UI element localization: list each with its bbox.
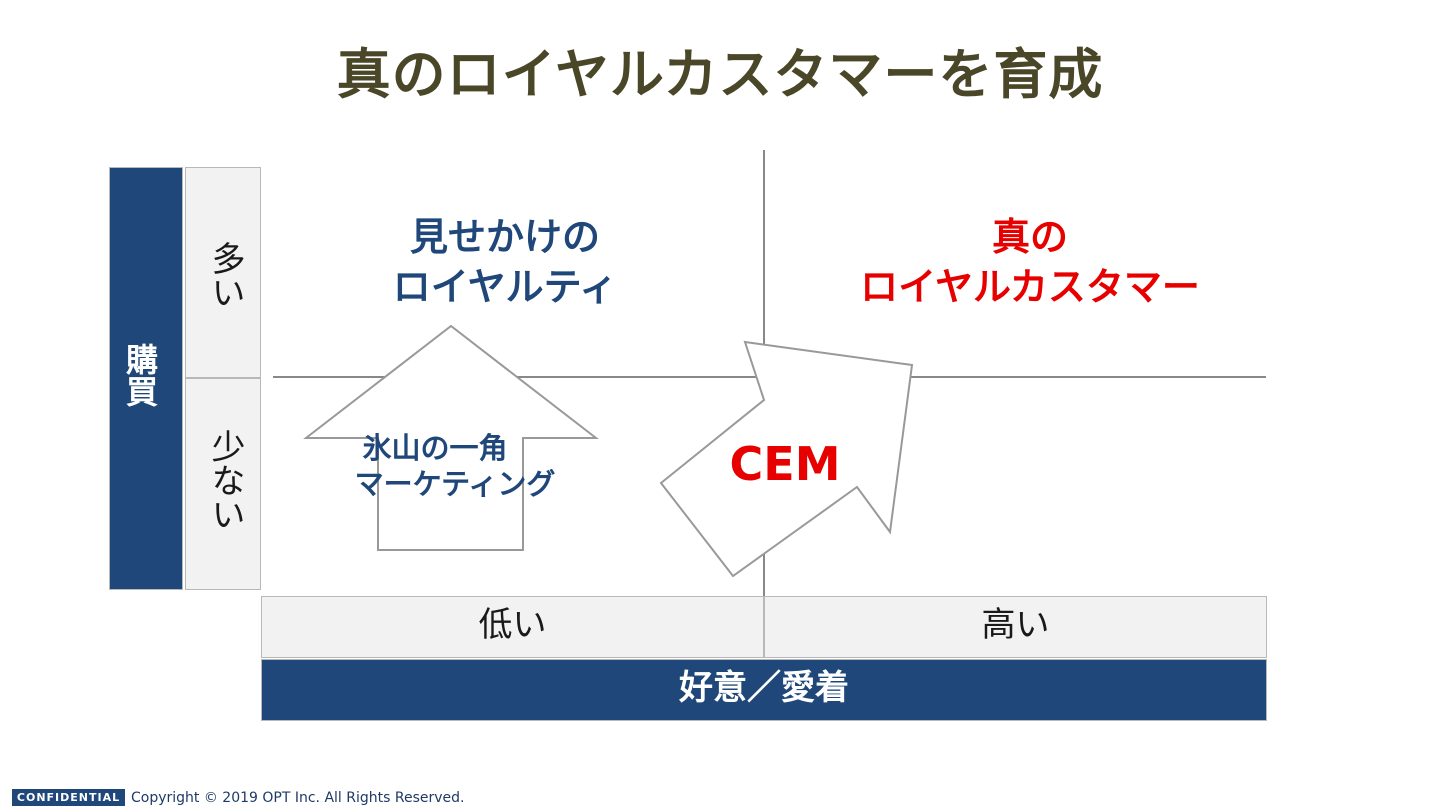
up-arrow	[303, 324, 599, 551]
y-low-label: 少ない	[205, 429, 245, 531]
x-axis-label: 好意／愛着	[261, 659, 1267, 721]
diagonal-arrow-label: CEM	[729, 437, 841, 491]
y-cell-low	[185, 378, 261, 590]
diagonal-arrow	[659, 340, 914, 578]
y-axis-label: 購買	[121, 343, 159, 407]
up-arrow-label-line1: 氷山の一角	[362, 431, 508, 465]
quadrant-top-right-line1: 真の	[991, 215, 1068, 259]
quadrant-top-right-line2: ロイヤルカスタマー	[860, 265, 1200, 309]
up-arrow-label: 氷山の一角 マーケティング	[320, 430, 590, 502]
y-cell-high	[185, 167, 261, 378]
quadrant-top-left-line1: 見せかけの	[409, 215, 600, 259]
x-cell-low: 低い	[261, 596, 764, 658]
y-axis-label-bar	[109, 167, 183, 590]
copyright-text: Copyright © 2019 OPT Inc. All Rights Res…	[131, 790, 465, 806]
quadrant-top-right-title: 真の ロイヤルカスタマー	[800, 212, 1260, 312]
up-arrow-label-line2: マーケティング	[354, 467, 556, 501]
y-high-label: 多い	[205, 241, 245, 309]
quadrant-top-left-line2: ロイヤルティ	[392, 265, 618, 309]
confidential-badge: CONFIDENTIAL	[12, 789, 125, 806]
page-title: 真のロイヤルカスタマーを育成	[336, 43, 1104, 106]
quadrant-top-left-title: 見せかけの ロイヤルティ	[330, 212, 680, 312]
x-cell-high: 高い	[764, 596, 1267, 658]
